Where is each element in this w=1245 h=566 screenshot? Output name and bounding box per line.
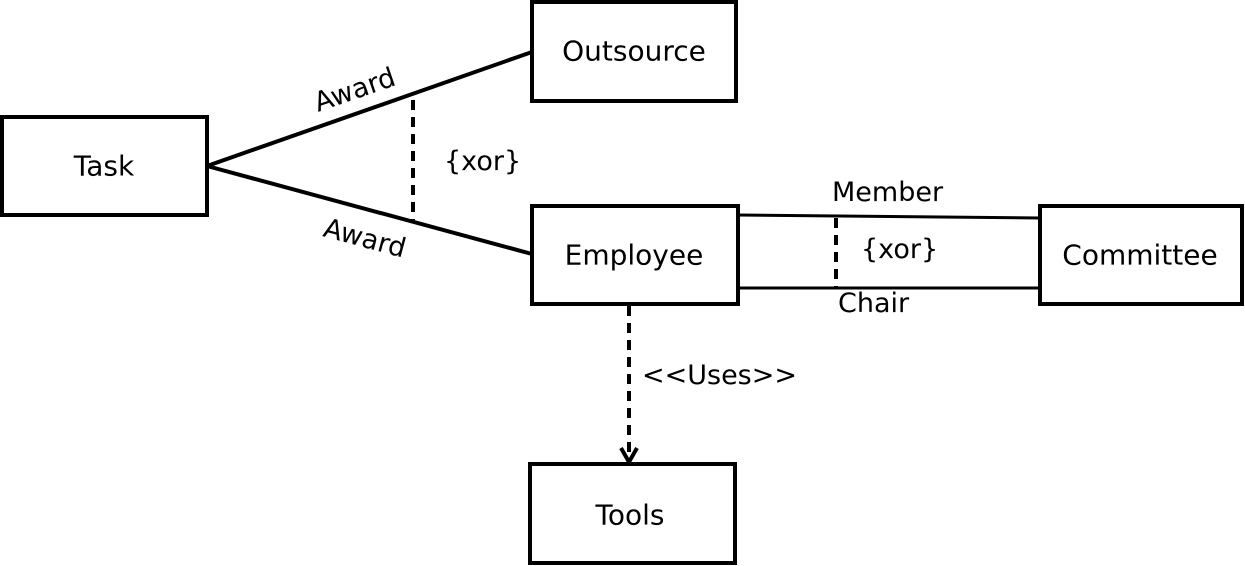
class-committee-label: Committee [1062, 239, 1217, 272]
class-tools-label: Tools [595, 499, 665, 532]
class-employee[interactable]: Employee [530, 204, 740, 306]
association-task-employee [206, 164, 533, 256]
class-committee-box [1038, 204, 1244, 306]
class-outsource-box [530, 0, 738, 103]
class-tools-box [528, 462, 737, 565]
class-task-label: Task [73, 150, 135, 183]
edge-label-uses: <<Uses>> [642, 360, 797, 391]
edge-label-member: Member [832, 177, 944, 208]
class-employee-box [530, 204, 740, 306]
class-employee-label: Employee [565, 239, 704, 272]
class-outsource-label: Outsource [562, 35, 706, 68]
class-tools[interactable]: Tools [528, 462, 737, 565]
edge-label-award-employee: Award [320, 213, 409, 265]
edge-label-chair: Chair [838, 288, 910, 319]
association-task-outsource [206, 50, 533, 168]
class-committee[interactable]: Committee [1038, 204, 1244, 306]
constraint-label-award-xor: {xor} [444, 146, 521, 177]
constraint-label-committee-xor: {xor} [861, 234, 938, 265]
edge-label-award-outsource: Award [310, 62, 399, 119]
class-task-box [0, 115, 209, 217]
class-outsource[interactable]: Outsource [530, 0, 738, 103]
association-employee-committee-member [737, 213, 1041, 220]
class-task[interactable]: Task [0, 115, 209, 217]
